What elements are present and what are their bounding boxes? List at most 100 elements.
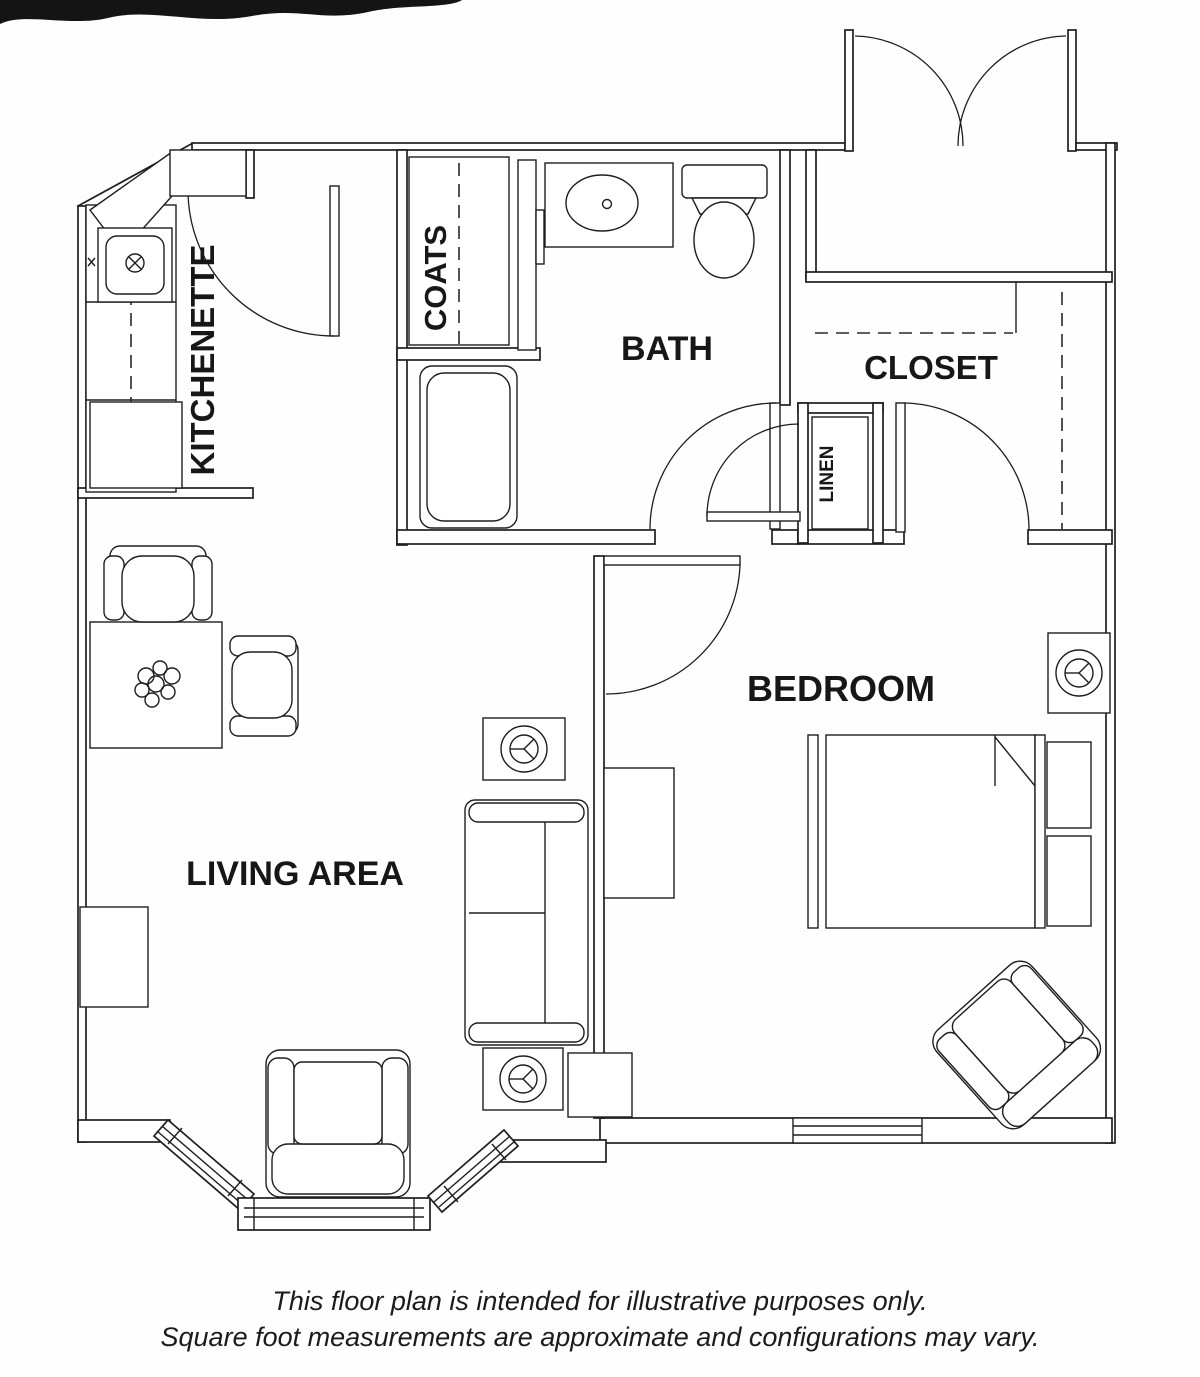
lamp-icon (1055, 649, 1103, 697)
window-frame (237, 1197, 431, 1231)
armchair-seat (293, 1061, 383, 1145)
bedroom-armchair (932, 960, 1102, 1130)
chair-arm (191, 555, 213, 621)
bathtub (419, 365, 518, 529)
living-furniture (79, 545, 633, 1198)
wall-segment (245, 149, 255, 199)
label-living-area: LIVING AREA (186, 855, 404, 893)
linen-closet (797, 402, 884, 544)
wall-segment (771, 529, 799, 545)
sofa (464, 799, 589, 1046)
caption-line-1: This floor plan is intended for illustra… (272, 1286, 927, 1316)
doors (187, 35, 1067, 695)
door-swing (187, 189, 335, 337)
door-swing (706, 423, 800, 517)
door-leaf (769, 402, 781, 530)
door-leaf (603, 555, 741, 566)
scan-artifact (0, 0, 462, 24)
sofa-arm (468, 1022, 585, 1043)
armchair-seat (951, 978, 1066, 1094)
armchair-arm (267, 1057, 295, 1155)
caption: This floor plan is intended for illustra… (161, 1286, 1040, 1352)
label-bedroom: BEDROOM (747, 668, 935, 709)
bay-window-left (152, 1118, 256, 1212)
coats-closet (408, 156, 545, 351)
lamp-spoke (523, 738, 535, 750)
lamp-spoke (522, 1078, 534, 1090)
label-coats: COATS (418, 225, 453, 331)
lamp-spoke (522, 1068, 534, 1080)
dining-table (89, 621, 223, 749)
door-leaf (706, 511, 801, 522)
closet-panel-tab (535, 209, 545, 265)
door-swing (605, 564, 741, 695)
chair-seat (231, 651, 293, 719)
faucet-cross (128, 256, 142, 270)
linen-shelf (811, 416, 869, 530)
window-mullion (167, 1127, 183, 1145)
faucet-icon (125, 253, 145, 273)
label-bath: BATH (621, 330, 713, 368)
end-table-lamp (482, 1047, 564, 1111)
door-leaf (895, 402, 906, 533)
wall-segment (797, 402, 884, 414)
sink-mark (87, 257, 96, 267)
label-closet: CLOSET (864, 349, 998, 386)
end-table-lamp (1047, 632, 1111, 714)
window-frame (152, 1118, 256, 1212)
dining-chair-right (229, 635, 299, 737)
chair-seat (121, 555, 195, 623)
window-glazing (161, 1125, 249, 1201)
wall-segment (1075, 142, 1118, 151)
window-glazing (438, 1140, 516, 1208)
dresser (603, 767, 675, 899)
bath-fixtures (419, 162, 768, 529)
window-mullion (491, 1143, 507, 1161)
window-mullion (227, 1179, 243, 1197)
plant-leaf (160, 684, 176, 700)
plant-leaf (163, 667, 181, 685)
plant-leaf (147, 675, 165, 693)
bay-window-bottom (237, 1197, 431, 1231)
caption-line-2: Square foot measurements are approximate… (161, 1322, 1040, 1352)
plant-leaf (152, 660, 168, 676)
wall-segment (1027, 529, 1113, 545)
plant-leaf (134, 682, 150, 698)
lamp-icon (499, 1055, 547, 1103)
door-leaf (329, 185, 340, 337)
window-frame (792, 1117, 923, 1144)
bedroom-furniture (603, 632, 1111, 1130)
bath-vanity (544, 162, 674, 248)
wall-segment (805, 271, 1113, 283)
dining-chair-top (103, 545, 213, 623)
lamp-spoke (1078, 662, 1090, 674)
door-swing (904, 402, 1030, 531)
dining-set (89, 545, 299, 749)
walls (76, 29, 1118, 1231)
label-kitchenette: KITCHENETTE (184, 245, 221, 476)
wall-segment (779, 149, 791, 406)
bay-window-right (426, 1128, 520, 1214)
chair-arm (229, 715, 297, 737)
wall-segment (396, 529, 656, 545)
chair-arm (103, 555, 125, 621)
wall-segment (396, 347, 541, 361)
wall-segment (872, 402, 884, 544)
bed (825, 734, 1036, 929)
door-swing (649, 402, 777, 530)
sink-basin (105, 235, 165, 295)
room-labels: KITCHENETTE COATS BATH CLOSET LINEN BEDR… (184, 225, 998, 893)
wall-segment (1067, 29, 1077, 152)
armchair-back (271, 1143, 405, 1195)
wall-segment (191, 142, 846, 151)
end-table-lamp (482, 717, 566, 781)
window-glazing (433, 1135, 511, 1203)
sofa-hull (464, 799, 589, 1046)
upper-cabinet (169, 149, 247, 197)
nightstand (1046, 835, 1092, 927)
nightstand (1046, 741, 1092, 829)
toilet-tank (681, 164, 768, 199)
bay-armchair (265, 1049, 411, 1198)
